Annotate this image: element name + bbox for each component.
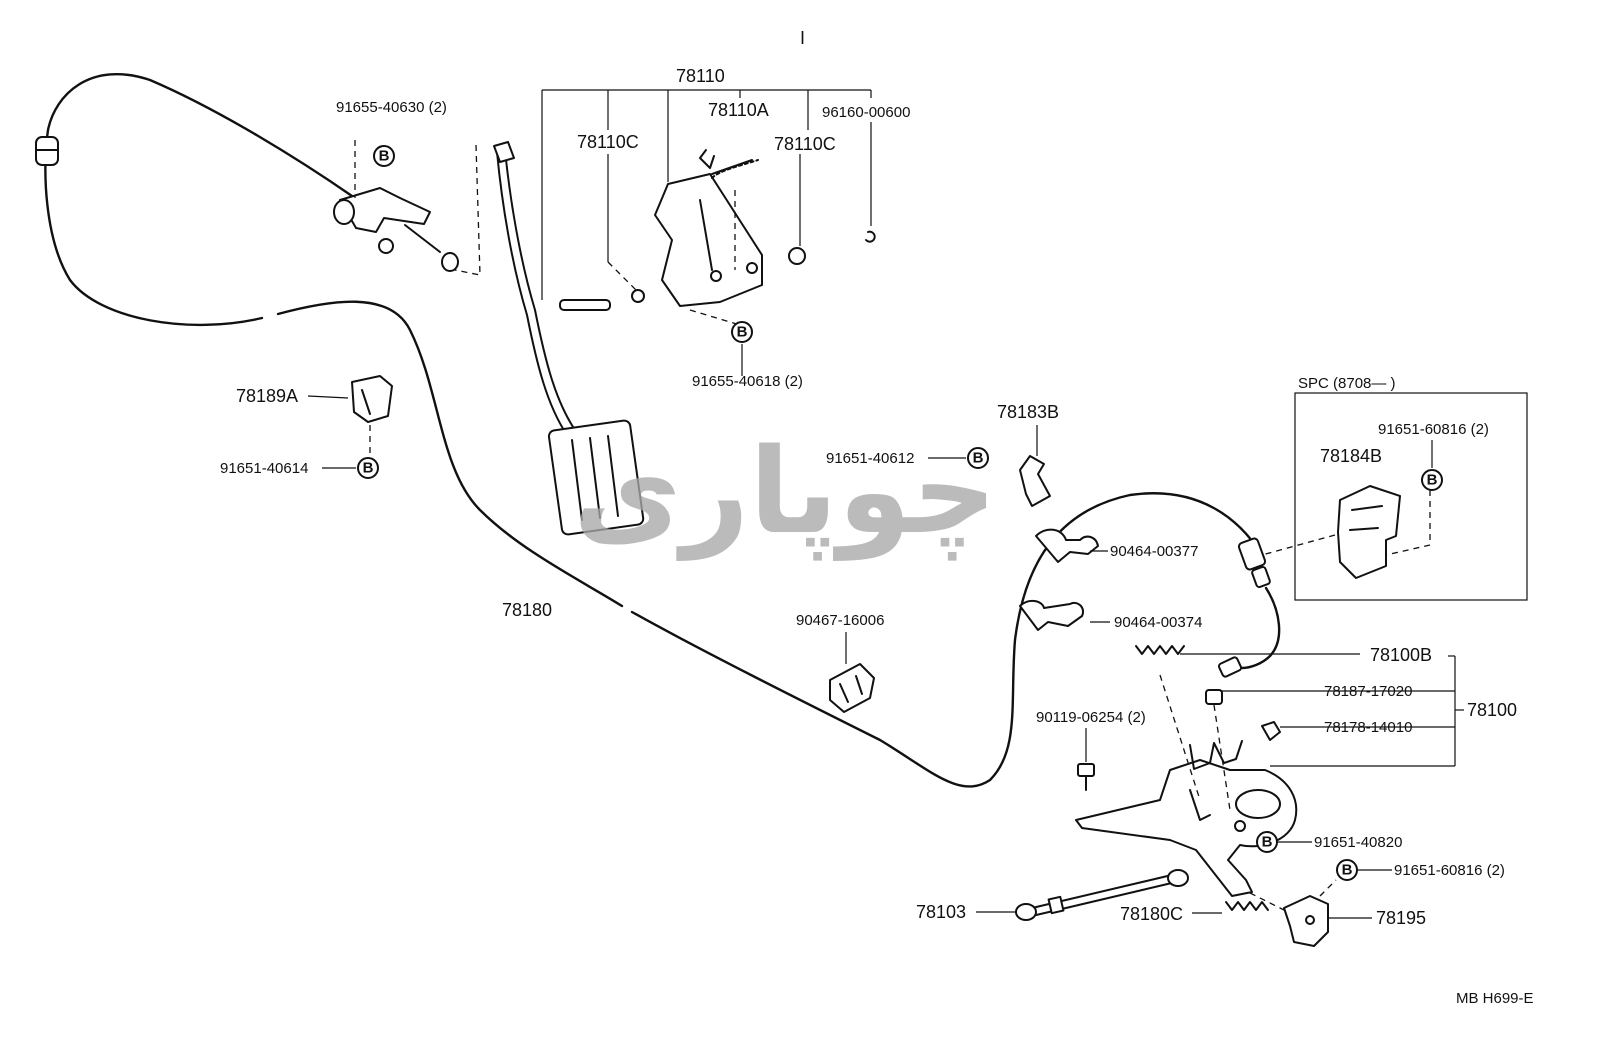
label-90464-00377: 90464-00377 <box>1110 543 1198 560</box>
clamp-90464-00374 <box>1019 600 1110 631</box>
label-78187-17020: 78187-17020 <box>1324 683 1412 700</box>
svg-text:B: B <box>363 460 374 477</box>
label-91651-60816-box: 91651-60816 (2) <box>1378 421 1489 438</box>
label-96160-00600: 96160-00600 <box>822 104 910 121</box>
accelerator-pedal-78110 <box>493 141 645 536</box>
callout-B-91655-40618: B <box>731 321 753 343</box>
label-78110C-right: 78110C <box>774 134 836 154</box>
spc-title: SPC (8708— ) <box>1298 375 1396 392</box>
label-91655-40618: 91655-40618 (2) <box>692 373 803 390</box>
callout-B-91651-40820: B <box>1256 831 1278 853</box>
label-78110: 78110 <box>676 66 725 86</box>
label-78100B: 78100B <box>1370 645 1432 665</box>
watermark: چوپاری <box>573 422 997 561</box>
callout-B-91651-40612: B <box>967 447 989 469</box>
label-78183B: 78183B <box>997 402 1059 422</box>
clip-90467-16006 <box>829 632 875 713</box>
label-78110C-left: 78110C <box>577 132 639 152</box>
callout-B-91651-60816: B <box>1336 859 1358 881</box>
label-78195: 78195 <box>1376 908 1426 928</box>
spc-box <box>1261 392 1528 601</box>
footer-code: MB H699-E <box>1456 990 1534 1007</box>
label-91651-40820: 91651-40820 <box>1314 834 1402 851</box>
cable-end-upper <box>333 140 481 276</box>
clip-78183B <box>928 425 1051 507</box>
spring-78180C <box>1192 901 1269 914</box>
label-78180C: 78180C <box>1120 904 1183 924</box>
label-91651-40614: 91651-40614 <box>220 460 308 477</box>
svg-text:B: B <box>1262 834 1273 851</box>
label-91651-60816: 91651-60816 (2) <box>1394 862 1505 879</box>
callout-B-91651-60816-box: B <box>1421 469 1443 491</box>
svg-text:B: B <box>1427 472 1438 489</box>
label-78100: 78100 <box>1467 700 1517 720</box>
accelerator-cable-78180 <box>35 73 1264 788</box>
top-marker: I <box>800 28 805 48</box>
clamp-90464-00377 <box>1035 528 1108 563</box>
svg-text:B: B <box>737 324 748 341</box>
label-90467-16006: 90467-16006 <box>796 612 884 629</box>
callout-B-91651-40614: B <box>357 457 379 479</box>
bracket-assembly-78100 <box>1075 537 1464 897</box>
bolt-90119 <box>1077 728 1095 791</box>
label-78189A: 78189A <box>236 386 298 406</box>
label-90464-00374: 90464-00374 <box>1114 614 1202 631</box>
label-78180: 78180 <box>502 600 552 620</box>
pedal-bracket <box>631 149 876 326</box>
label-91655-40630: 91655-40630 (2) <box>336 99 447 116</box>
svg-text:B: B <box>973 450 984 467</box>
label-78103: 78103 <box>916 902 966 922</box>
leader-lines <box>322 344 1433 871</box>
callout-B-91655-40630: B <box>373 145 395 167</box>
label-78178-14010: 78178-14010 <box>1324 719 1412 736</box>
label-78110A: 78110A <box>708 100 769 120</box>
label-90119-06254: 90119-06254 (2) <box>1036 709 1146 726</box>
svg-text:B: B <box>379 148 390 165</box>
rod-78103 <box>976 869 1189 921</box>
group-bracket-78110 <box>541 89 872 300</box>
bracket-78195 <box>1249 879 1372 947</box>
clip-78189A <box>307 375 393 458</box>
label-91651-40612: 91651-40612 <box>826 450 914 467</box>
svg-text:B: B <box>1342 862 1353 879</box>
label-78184B: 78184B <box>1320 446 1382 466</box>
